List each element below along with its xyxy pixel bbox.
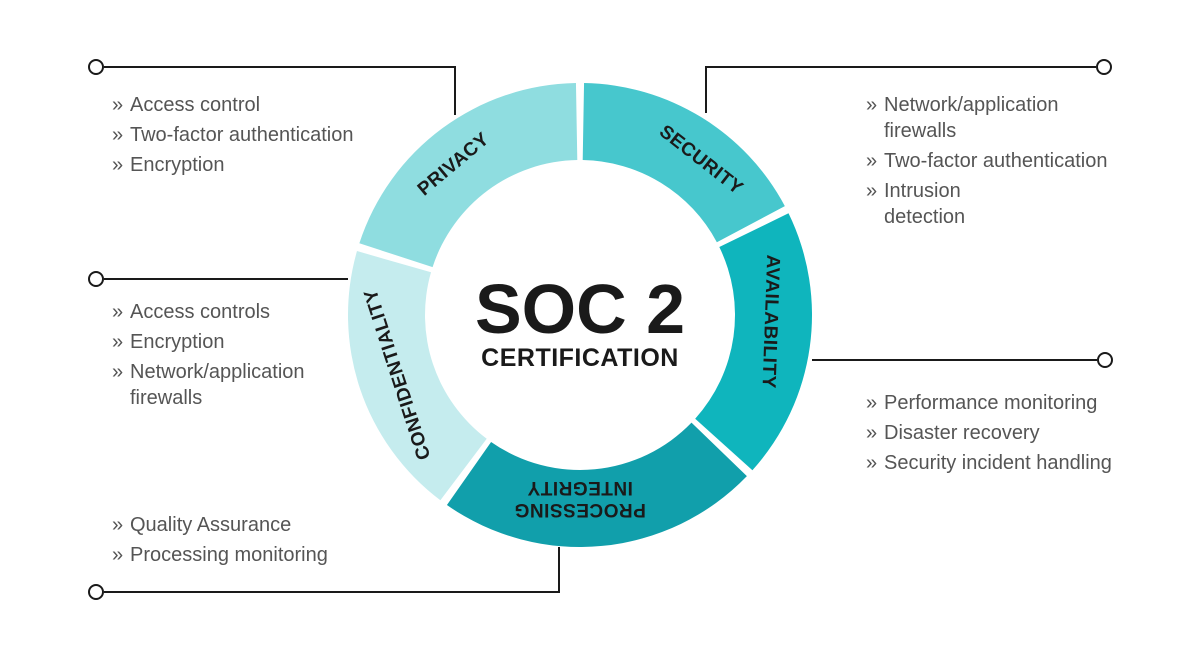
segment-confidentiality	[348, 251, 487, 501]
segment-privacy	[359, 83, 578, 268]
center-subtitle: CERTIFICATION	[481, 344, 679, 372]
segment-availability	[695, 213, 812, 471]
center-title: SOC 2	[475, 270, 685, 348]
segment-label-line: PROCESSING	[514, 499, 646, 520]
security-list: Network/application firewalls Two-factor…	[866, 90, 1108, 232]
privacy-item-2: Two-factor authentication	[130, 124, 354, 146]
connector-lines	[88, 59, 1113, 600]
wheel-segments	[348, 83, 812, 547]
list-item: Network/application firewalls	[112, 357, 305, 413]
security-connector	[705, 66, 1096, 113]
list-item: Performance monitoring	[866, 388, 1186, 418]
list-item: Network/application firewalls	[866, 90, 1059, 146]
security-item-2: Two-factor authentication	[884, 150, 1108, 172]
privacy-item-1: Access control	[130, 94, 261, 116]
processing-integrity-list: Quality Assurance Processing monitoring	[112, 510, 412, 570]
confidentiality-connector-node	[88, 271, 104, 287]
list-item: Disaster recovery	[866, 418, 1186, 448]
processing-integrity-item-2: Processing monitoring	[130, 544, 328, 566]
list-item: Two-factor authentication	[866, 146, 1108, 176]
list-item: Intrusion detection	[866, 176, 1046, 232]
list-item: Access control	[112, 90, 412, 120]
segment-label-processing-integrity: PROCESSINGINTEGRITY	[514, 477, 646, 520]
list-item: Access controls	[112, 297, 292, 327]
security-item-1: Network/application firewalls	[884, 94, 1059, 142]
list-item: Two-factor authentication	[112, 120, 412, 150]
segment-label-line: INTEGRITY	[527, 477, 633, 498]
availability-item-3: Security incident handling	[884, 452, 1112, 474]
list-item: Processing monitoring	[112, 540, 412, 570]
processing-integrity-connector-node	[88, 584, 104, 600]
segment-processing-integrity	[446, 422, 747, 547]
security-connector-node	[1096, 59, 1112, 75]
list-item: Security incident handling	[866, 448, 1186, 478]
privacy-connector-node	[88, 59, 104, 75]
privacy-item-3: Encryption	[130, 154, 225, 176]
confidentiality-item-1: Access controls	[130, 301, 271, 323]
security-item-3: Intrusion detection	[884, 180, 966, 228]
confidentiality-item-2: Encryption	[130, 331, 225, 353]
confidentiality-list: Access controls Encryption Network/appli…	[112, 297, 305, 413]
list-item: Encryption	[112, 327, 292, 357]
privacy-list: Access control Two-factor authentication…	[112, 90, 412, 180]
availability-list: Performance monitoring Disaster recovery…	[866, 388, 1186, 478]
processing-integrity-item-1: Quality Assurance	[130, 514, 292, 536]
availability-item-1: Performance monitoring	[884, 392, 1098, 414]
availability-item-2: Disaster recovery	[884, 422, 1040, 444]
segment-security	[582, 83, 785, 243]
processing-integrity-connector	[104, 547, 560, 593]
privacy-connector	[104, 66, 456, 115]
segment-label-availability: AVAILABILITY	[758, 254, 784, 389]
availability-connector-node	[1097, 352, 1113, 368]
list-item: Quality Assurance	[112, 510, 412, 540]
confidentiality-item-3: Network/application firewalls	[130, 361, 305, 409]
list-item: Encryption	[112, 150, 412, 180]
